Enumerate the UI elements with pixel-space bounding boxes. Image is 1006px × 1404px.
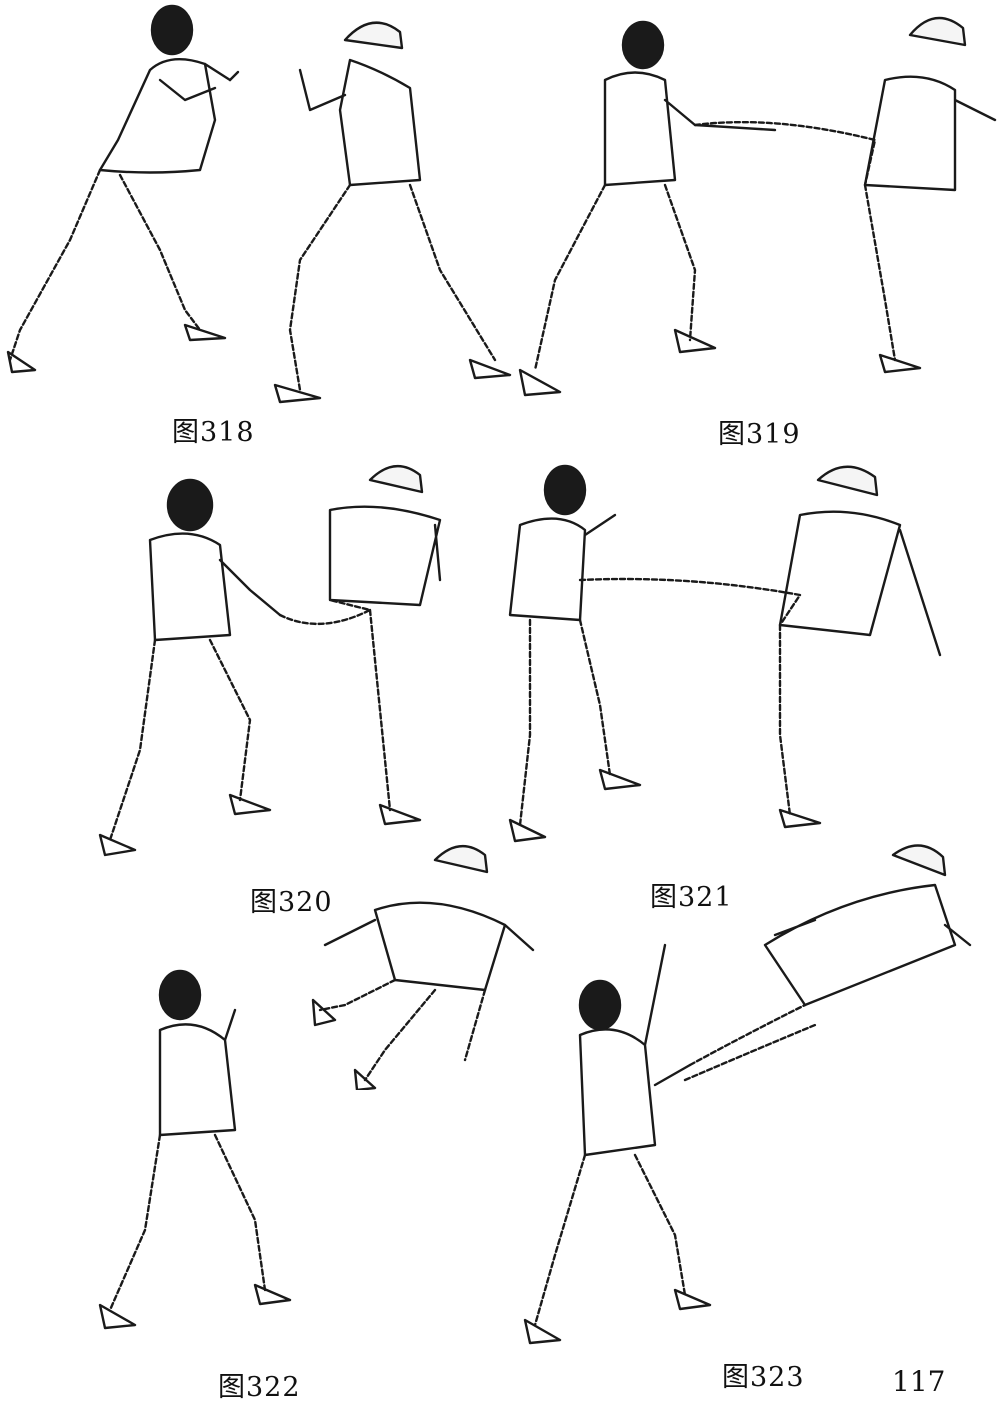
figure-322-caption: 图322 <box>218 1372 301 1403</box>
figure-320-caption: 图320 <box>250 887 333 918</box>
figure-320-illustration <box>80 450 475 870</box>
figure-321-illustration <box>490 455 980 850</box>
figure-323-illustration <box>515 835 995 1355</box>
figure-321-caption: 图321 <box>650 882 733 913</box>
figure-322-illustration <box>95 960 295 1345</box>
figure-319-illustration <box>515 0 1006 415</box>
figure-318-caption: 图318 <box>172 417 255 448</box>
figure-323-caption: 图323 <box>722 1362 805 1393</box>
flying-kick-illustration <box>305 830 540 1090</box>
figure-319-caption: 图319 <box>718 419 801 450</box>
page-number: 117 <box>892 1365 946 1398</box>
figure-318-illustration <box>0 0 515 410</box>
